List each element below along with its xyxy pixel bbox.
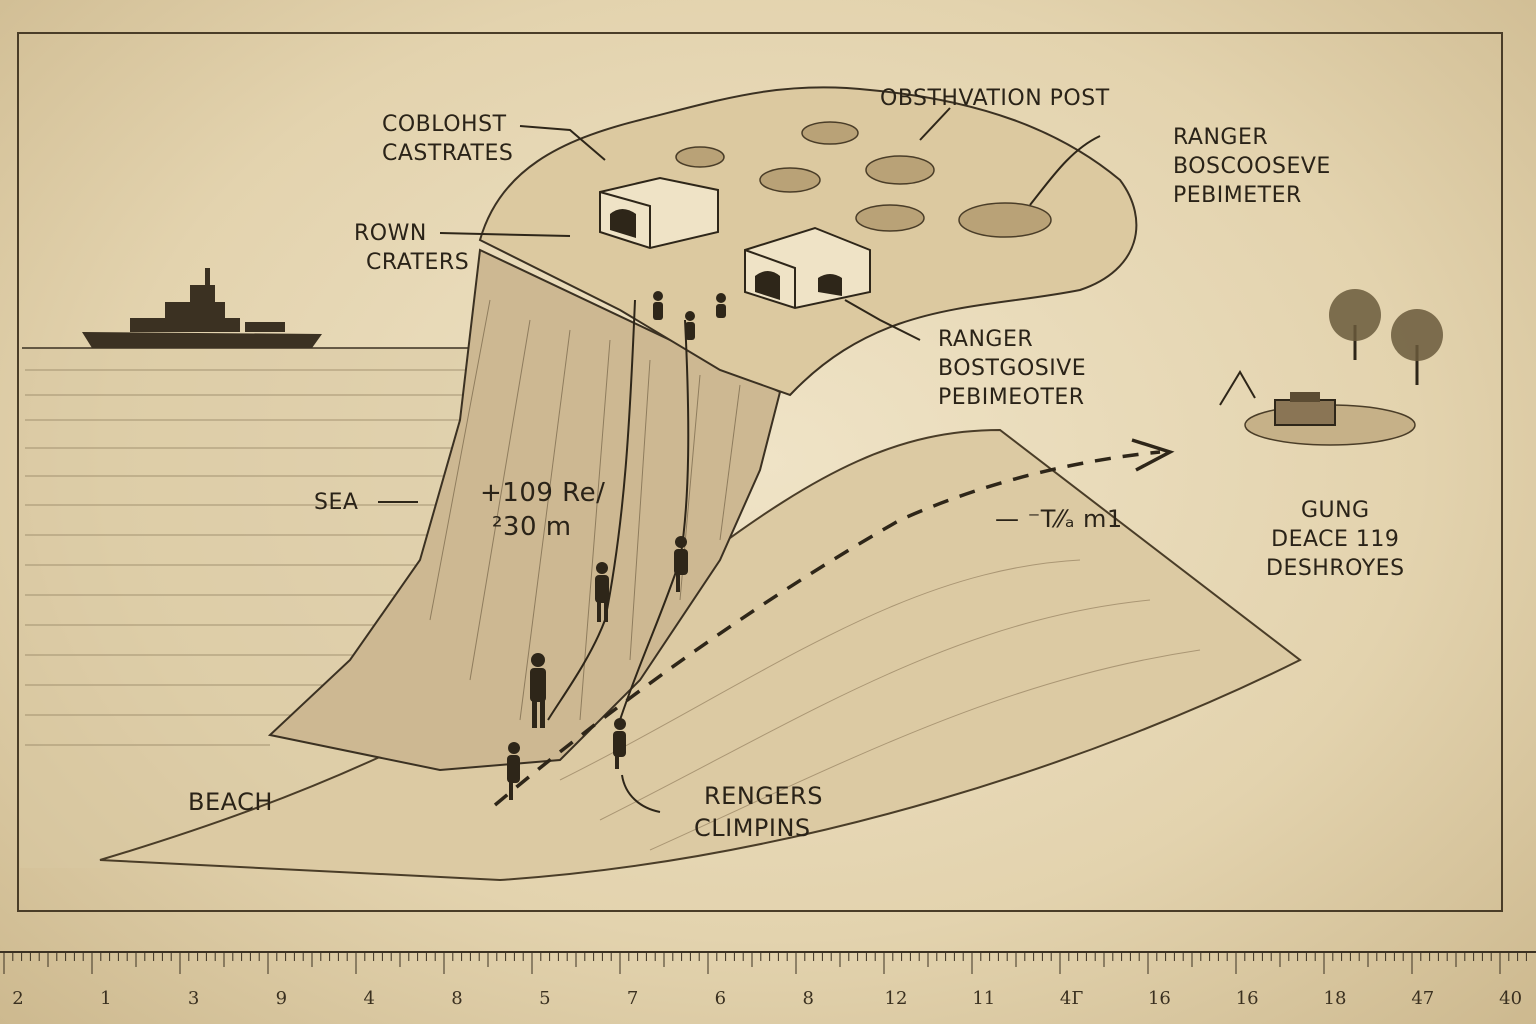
label-ranger-perimeter-mid: RANGER BOSTGOSIVE PEBIMEOTER [938, 325, 1086, 412]
ruler-number: 8 [451, 988, 463, 1009]
bunker-icon-1 [599, 176, 719, 250]
label-line: RANGER [1173, 125, 1269, 150]
ruler-number: 47 [1411, 988, 1435, 1009]
label-rown-craters: ROWN CRATERS [354, 219, 469, 277]
label-line: DESHROYES [1266, 556, 1405, 581]
label-line: CLIMPINS [694, 814, 811, 842]
label-observation-post: OBSTHVATION POST [880, 86, 1110, 111]
arrowhead-icon [1131, 438, 1175, 472]
gun-position-icon [1219, 370, 1416, 446]
label-ranger-perimeter-top: RANGER BOSCOOSEVE PEBIMETER [1173, 123, 1331, 210]
leader-lines [378, 107, 1101, 813]
bunker-icon-2 [744, 226, 871, 310]
label-coblohst-castrates: COBLOHST CASTRATES [382, 110, 513, 168]
label-distance: — ⁻T⁄⁄ₐ m1 [995, 505, 1123, 533]
label-cliff-height: +109 Re/ ²30 m [480, 476, 605, 544]
label-line: GUNG [1300, 498, 1370, 523]
soldier-icons [507, 291, 726, 800]
ruler-number: 4 [363, 988, 375, 1009]
label-rangers-climbing: RENGERS CLIMPINS [694, 780, 823, 844]
ruler-number: 3 [187, 988, 200, 1009]
ruler-number: 8 [802, 988, 814, 1009]
ruler-number: 7 [626, 988, 639, 1009]
cliff-face [267, 248, 782, 772]
tree-icon [1329, 289, 1443, 385]
label-line: ROWN [354, 221, 427, 246]
ruler-number: 12 [884, 988, 908, 1009]
crater-group [675, 121, 1052, 238]
ruler-number: 2 [12, 988, 24, 1009]
label-line: RANGER [938, 327, 1034, 352]
label-line: BOSTGOSIVE [938, 356, 1087, 381]
battleship-icon [82, 268, 322, 348]
label-line: DEACE 119 [1271, 527, 1400, 552]
label-line: PEBIMEOTER [938, 385, 1085, 410]
label-line: CRATERS [366, 250, 470, 275]
ruler-number: 9 [275, 988, 288, 1009]
ruler-number: 1 [100, 988, 112, 1009]
label-line: BOSCOOSEVE [1173, 154, 1331, 179]
label-sea: SEA [314, 490, 359, 515]
ruler-number: 11 [972, 988, 996, 1009]
label-line: ²30 m [492, 512, 572, 542]
ruler-number: 4Г [1059, 988, 1084, 1009]
label-line: COBLOHST [382, 112, 507, 137]
label-line: CASTRATES [382, 141, 514, 166]
ruler-number: 18 [1323, 988, 1347, 1009]
ruler-number: 16 [1147, 988, 1171, 1009]
label-line: +109 Re/ [480, 478, 606, 508]
label-line: PEBIMETER [1173, 183, 1302, 208]
ruler-number: 6 [714, 988, 727, 1009]
ruler-number: 5 [539, 988, 551, 1009]
ruler-number: 16 [1235, 988, 1259, 1009]
label-guns: GUNG DEACE 119 DESHROYES [1266, 496, 1405, 583]
ruler-scale [0, 951, 1536, 974]
label-line: RENGERS [704, 782, 823, 810]
attack-path-arrow [493, 450, 1161, 807]
label-beach: BEACH [188, 788, 273, 816]
ruler-number: 40 [1499, 988, 1523, 1009]
drawing-frame [17, 32, 1503, 912]
